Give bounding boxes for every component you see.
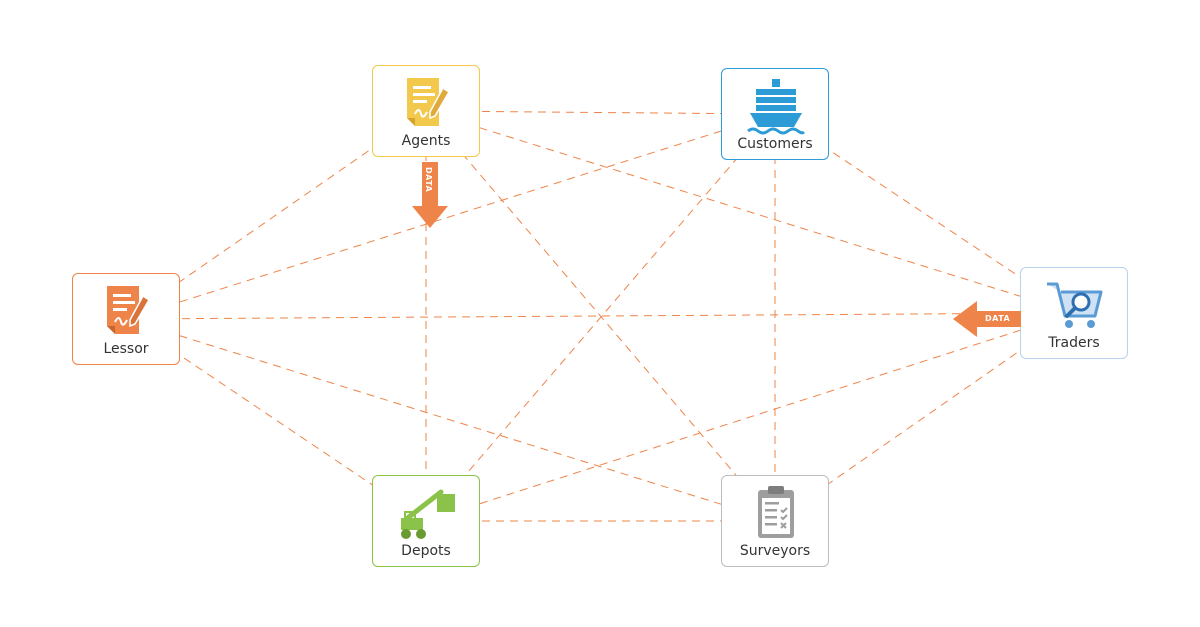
- connection-agents-surveyors: [425, 110, 776, 522]
- node-depots[interactable]: Depots: [372, 475, 480, 567]
- signed-document-icon: [407, 78, 451, 126]
- connection-traders-depots: [425, 312, 1075, 522]
- connection-customers-depots: [425, 113, 776, 522]
- data-flow-arrow-agents: DATA: [412, 162, 448, 228]
- cargo-ship-icon: [747, 79, 806, 135]
- signed-document-icon: [107, 286, 151, 334]
- node-lessor[interactable]: Lessor: [72, 273, 180, 365]
- connection-agents-traders: [425, 110, 1075, 314]
- node-surveyors[interactable]: Surveyors: [721, 475, 829, 567]
- connection-lessor-traders: [125, 312, 1075, 320]
- node-customers[interactable]: Customers: [721, 68, 829, 160]
- connection-customers-lessor: [125, 113, 776, 320]
- flow-label: DATA: [985, 314, 1011, 323]
- arrow-left-icon: [953, 301, 1021, 337]
- container-handler-icon: [401, 489, 455, 539]
- node-label: Traders: [1048, 335, 1100, 351]
- shopping-cart-search-icon: [1047, 282, 1103, 328]
- node-label: Surveyors: [739, 543, 811, 559]
- node-label: Lessor: [103, 341, 149, 357]
- node-label: Depots: [401, 543, 451, 559]
- flow-label: DATA: [424, 167, 433, 193]
- connection-agents-customers: [425, 110, 776, 115]
- node-label: Customers: [737, 136, 813, 152]
- node-agents[interactable]: Agents: [372, 65, 480, 157]
- node-traders[interactable]: Traders: [1020, 267, 1128, 359]
- connection-lessor-surveyors: [125, 318, 776, 522]
- arrow-down-icon: [412, 162, 448, 228]
- node-label: Agents: [401, 133, 451, 149]
- data-flow-arrow-traders: DATA: [953, 301, 1021, 337]
- checklist-clipboard-icon: [758, 486, 794, 538]
